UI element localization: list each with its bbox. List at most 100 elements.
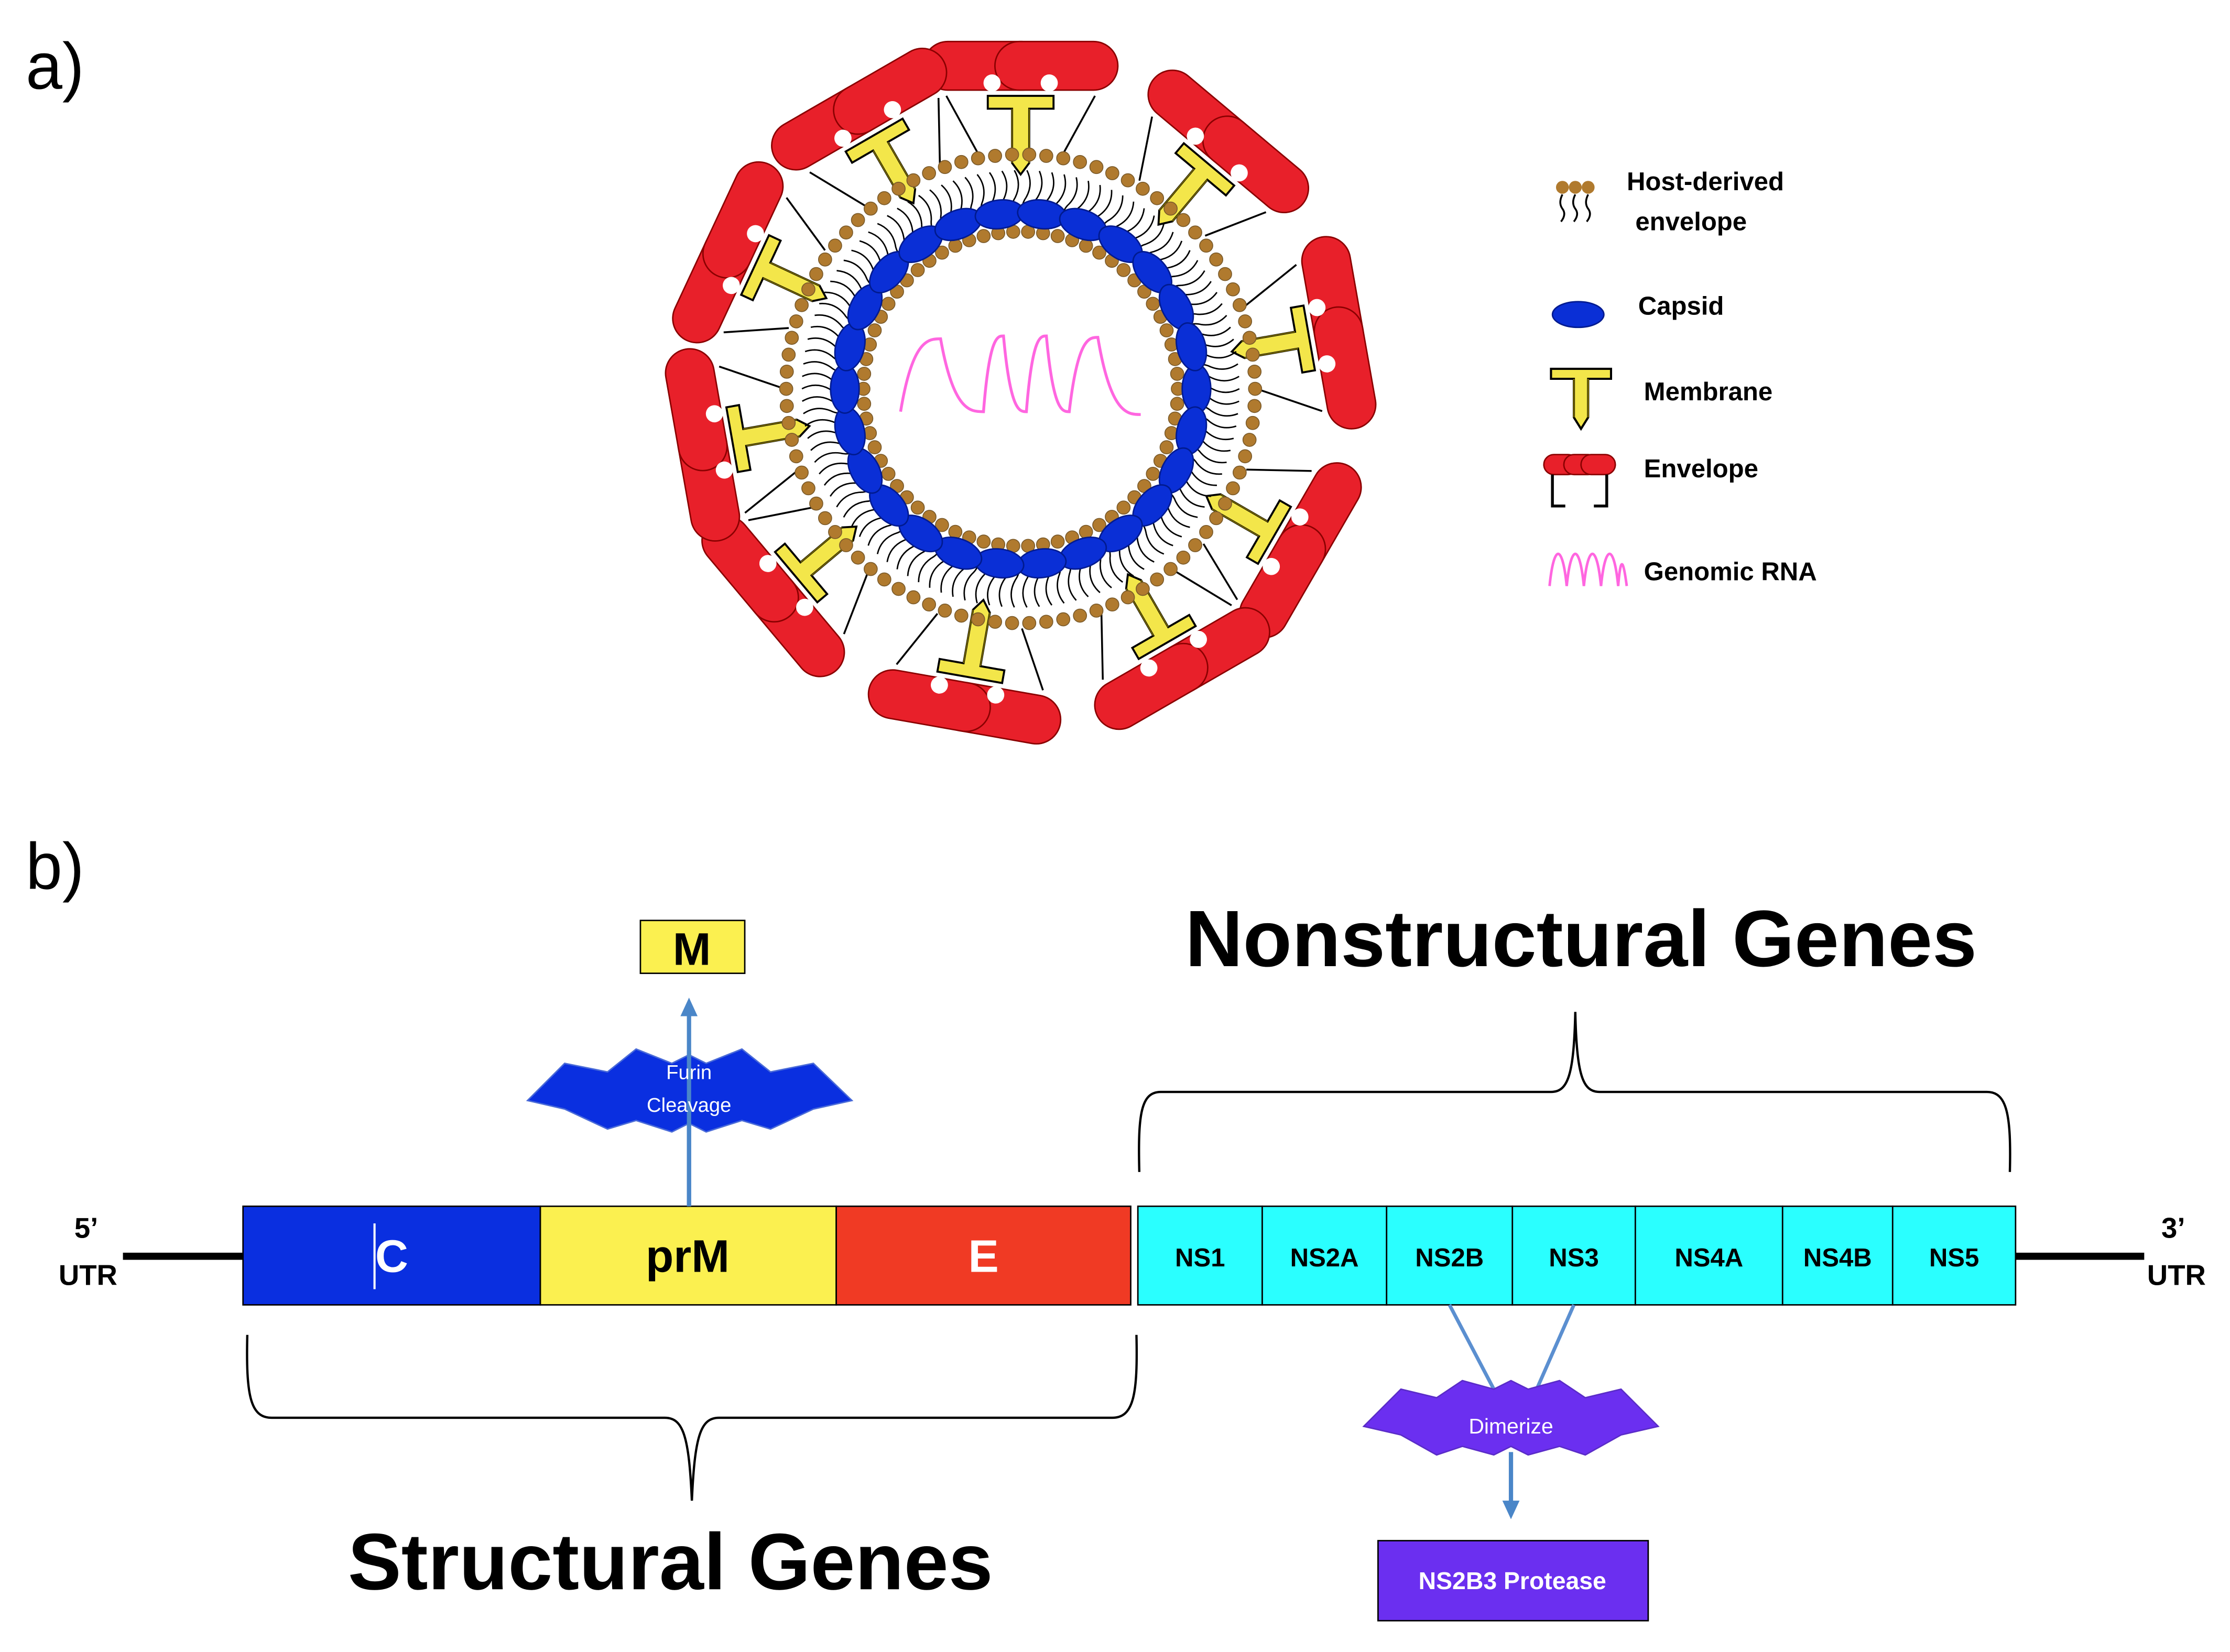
envelope-tether bbox=[1245, 264, 1323, 412]
envelope-protein bbox=[867, 669, 991, 732]
inner-lipid-head bbox=[1116, 263, 1131, 277]
outer-lipid-head bbox=[922, 597, 937, 612]
five-prime-label: 5’ bbox=[74, 1212, 99, 1244]
envelope-protein-gap bbox=[931, 676, 948, 694]
inner-lipid-head bbox=[1146, 467, 1160, 481]
panel-a-label: a) bbox=[26, 29, 84, 103]
outer-lipid-head bbox=[1005, 616, 1019, 630]
gene-prm-label: prM bbox=[646, 1231, 730, 1282]
inner-lipid-head bbox=[1092, 245, 1106, 260]
envelope-protein-gap bbox=[1187, 127, 1204, 145]
outer-lipid-head bbox=[781, 347, 796, 362]
outer-lipid-head bbox=[922, 166, 937, 180]
outer-lipid-head bbox=[839, 538, 853, 552]
m-product-label: M bbox=[673, 924, 711, 975]
gene-ns2b-box bbox=[1386, 1205, 1514, 1306]
outer-lipid-head bbox=[1121, 173, 1135, 188]
inner-lipid-head bbox=[1050, 229, 1065, 243]
outer-lipid-head bbox=[779, 381, 793, 396]
inner-lipid-head bbox=[1079, 524, 1093, 539]
envelope-protein bbox=[1313, 306, 1377, 430]
outer-lipid-head bbox=[1105, 166, 1119, 180]
outer-lipid-head bbox=[1238, 449, 1253, 464]
outer-lipid-head bbox=[906, 173, 921, 188]
gene-ns1-box bbox=[1137, 1205, 1263, 1306]
envelope-protein-gap bbox=[759, 555, 777, 572]
outer-lipid-head bbox=[1247, 399, 1262, 413]
outer-lipid-head bbox=[863, 201, 878, 216]
envelope-protein-gap bbox=[1263, 557, 1280, 575]
capsid-protein bbox=[830, 364, 860, 414]
outer-lipid-head bbox=[1005, 147, 1019, 162]
gene-ns5-label: NS5 bbox=[1929, 1244, 1979, 1272]
outer-lipid-head bbox=[988, 615, 1003, 629]
envelope-protein-gap bbox=[834, 129, 852, 147]
gene-ns1-label: NS1 bbox=[1175, 1244, 1225, 1272]
three-prime-utr-label: UTR bbox=[2147, 1259, 2206, 1291]
outer-lipid-head bbox=[1089, 160, 1104, 174]
envelope-tether bbox=[896, 612, 1044, 691]
gene-ns5-box bbox=[1891, 1205, 2017, 1306]
legend-membrane-label: Membrane bbox=[1644, 378, 1772, 406]
envelope-protein-gap bbox=[1318, 355, 1336, 373]
structural-genes-title: Structural Genes bbox=[348, 1517, 993, 1606]
outer-lipid-head bbox=[1163, 201, 1178, 216]
outer-lipid-head bbox=[1188, 225, 1202, 240]
outer-lipid-head bbox=[818, 252, 832, 267]
outer-lipid-head bbox=[1089, 604, 1104, 618]
outer-lipid-head bbox=[1209, 252, 1223, 267]
envelope-proteins bbox=[665, 40, 1377, 745]
outer-lipid-head bbox=[1209, 511, 1223, 526]
inner-lipid-head bbox=[857, 367, 872, 381]
outer-lipid-head bbox=[954, 155, 969, 169]
gene-ns4b-box bbox=[1781, 1205, 1894, 1306]
capsid-icon bbox=[1551, 301, 1605, 329]
dimerize-label: Dimerize bbox=[1468, 1414, 1553, 1438]
outer-lipid-head bbox=[809, 267, 823, 281]
membrane-protein bbox=[936, 598, 1006, 684]
envelope-protein-gap bbox=[983, 74, 1001, 92]
outer-lipid-head bbox=[1039, 149, 1053, 163]
envelope-protein bbox=[1202, 115, 1310, 214]
envelope-protein bbox=[1094, 642, 1209, 730]
legend-host-envelope-line1: Host-derived bbox=[1627, 168, 1784, 196]
outer-lipid-head bbox=[1073, 155, 1087, 169]
envelope-protein-icon bbox=[1543, 454, 1616, 508]
envelope-protein bbox=[833, 47, 948, 135]
outer-lipid-head bbox=[789, 449, 803, 464]
envelope-protein-gap bbox=[1040, 74, 1058, 92]
inner-lipid-head bbox=[1050, 534, 1065, 549]
gene-ns2b-label: NS2B bbox=[1415, 1244, 1484, 1272]
dimerize-arrow-head bbox=[1502, 1501, 1520, 1519]
gene-ns4a-box bbox=[1634, 1205, 1783, 1306]
outer-lipid-head bbox=[1245, 415, 1260, 430]
outer-lipid-head bbox=[906, 590, 921, 605]
envelope-tether bbox=[809, 97, 941, 207]
outer-lipid-head bbox=[1150, 191, 1165, 205]
gene-ns4b-label: NS4B bbox=[1803, 1244, 1872, 1272]
five-prime-utr-label: UTR bbox=[59, 1259, 117, 1291]
envelope-tether bbox=[1100, 571, 1232, 680]
outer-lipid-head bbox=[1248, 381, 1263, 396]
outer-lipid-head bbox=[1232, 465, 1247, 480]
ns2b3-protease-label: NS2B3 Protease bbox=[1419, 1567, 1606, 1594]
legend-capsid-label: Capsid bbox=[1638, 292, 1724, 320]
outer-lipid-head bbox=[938, 160, 952, 174]
outer-lipid-head bbox=[1136, 582, 1150, 596]
capsid-protein bbox=[1181, 364, 1212, 414]
envelope-tether bbox=[1202, 468, 1312, 600]
outer-lipid-head bbox=[971, 151, 985, 166]
outer-lipid-head bbox=[1056, 612, 1071, 627]
lipid-bilayer-icon bbox=[1555, 181, 1595, 223]
envelope-protein bbox=[994, 40, 1119, 91]
legend: Host-derived envelope Capsid Membrane En… bbox=[1543, 168, 1817, 586]
nonstructural-brace bbox=[1138, 1012, 2011, 1172]
outer-lipid-head bbox=[1105, 597, 1119, 612]
furin-label-line1: Furin bbox=[666, 1062, 712, 1084]
inner-lipid-head bbox=[910, 500, 925, 515]
legend-host-envelope-line2: envelope bbox=[1635, 207, 1747, 236]
outer-lipid-head bbox=[851, 550, 865, 565]
outer-lipid-head bbox=[1218, 267, 1232, 281]
outer-lipid-head bbox=[1121, 590, 1135, 605]
